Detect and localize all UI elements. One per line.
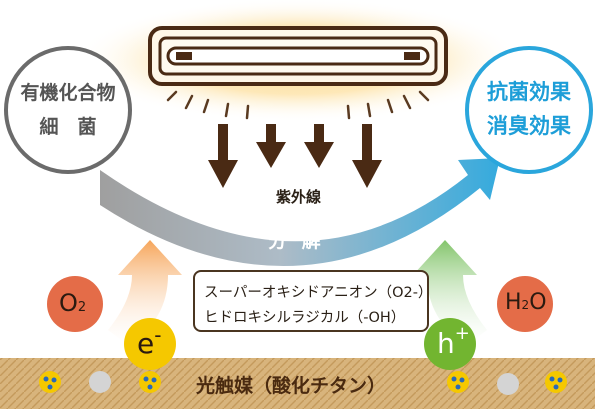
- orange-up-arrow: [108, 240, 182, 345]
- radicals-box: [193, 270, 429, 332]
- h2o-circle: [497, 276, 553, 332]
- photocatalyst-label: 光触媒（酸化チタン）: [196, 375, 387, 397]
- decompose-arc-arrow: [100, 158, 500, 267]
- electron-text: e-: [137, 323, 162, 360]
- hole-text: h+: [437, 323, 470, 360]
- decompose-label: 分 解: [268, 230, 325, 252]
- hole-circle: [424, 318, 476, 370]
- superoxide-label: スーパーオキシドアニオン（O2-）: [204, 285, 433, 301]
- bacteria-label: 細 菌: [39, 116, 97, 138]
- deodorize-label: 消臭効果: [487, 114, 571, 138]
- uv-lamp-icon: [148, 26, 448, 86]
- organic-bacteria-circle: [4, 46, 132, 174]
- uv-label: 紫外線: [276, 188, 322, 206]
- uv-arrow: [208, 124, 238, 188]
- ground-particles: [39, 371, 567, 395]
- hydroxyl-label: ヒドロキシルラジカル（-OH）: [204, 310, 406, 326]
- h2o-text: H2O: [505, 290, 547, 315]
- electron-circle: [124, 318, 176, 370]
- uv-arrow: [256, 124, 286, 168]
- organic-compound-label: 有機化合物: [20, 82, 116, 104]
- uv-arrow: [352, 124, 382, 188]
- effect-circle: [465, 46, 593, 174]
- o2-text: O2: [59, 289, 87, 317]
- light-rays: [166, 90, 430, 120]
- uv-arrows: [208, 124, 382, 188]
- green-up-arrow: [413, 240, 487, 345]
- antibacterial-label: 抗菌効果: [487, 80, 571, 104]
- o2-circle: [47, 276, 103, 332]
- uv-arrow: [304, 124, 334, 168]
